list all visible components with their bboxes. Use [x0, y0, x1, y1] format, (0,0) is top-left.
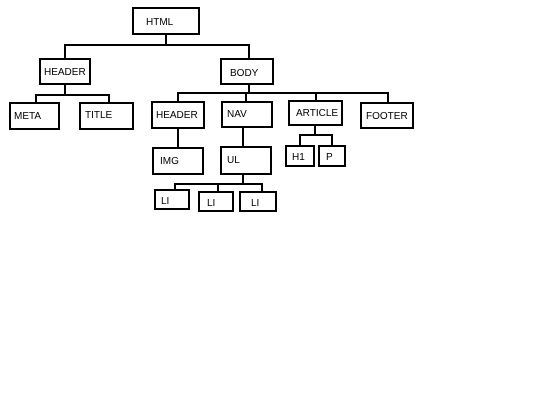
node-html-label: HTML [146, 17, 174, 28]
node-title: TITLE [79, 102, 134, 130]
node-li-2: LI [198, 191, 234, 212]
node-li-3: LI [239, 191, 277, 212]
node-li-2-label: LI [207, 198, 215, 209]
node-li-3-label: LI [251, 198, 259, 209]
node-html: HTML [132, 7, 200, 35]
node-meta-label: META [14, 111, 41, 122]
node-p: P [318, 145, 346, 167]
node-h1: H1 [285, 145, 315, 167]
node-meta: META [9, 102, 60, 130]
node-article-label: ARTICLE [296, 108, 338, 119]
node-footer: FOOTER [360, 102, 414, 129]
node-img: IMG [152, 147, 204, 175]
node-img-label: IMG [160, 156, 179, 167]
node-footer-label: FOOTER [366, 111, 408, 122]
node-li-1: LI [154, 189, 190, 210]
node-h1-label: H1 [292, 152, 305, 163]
node-body: BODY [220, 58, 274, 85]
node-li-1-label: LI [161, 196, 169, 207]
node-p-label: P [326, 152, 333, 163]
node-body-header-label: HEADER [156, 110, 198, 121]
node-article: ARTICLE [288, 100, 343, 126]
node-ul: UL [220, 146, 272, 175]
node-body-header: HEADER [151, 101, 205, 129]
node-head-label: HEADER [44, 67, 86, 78]
node-body-label: BODY [230, 68, 259, 79]
node-nav-label: NAV [227, 109, 247, 120]
node-title-label: TITLE [85, 110, 113, 121]
node-head: HEADER [39, 58, 91, 85]
node-nav: NAV [221, 101, 273, 128]
node-ul-label: UL [227, 155, 240, 166]
